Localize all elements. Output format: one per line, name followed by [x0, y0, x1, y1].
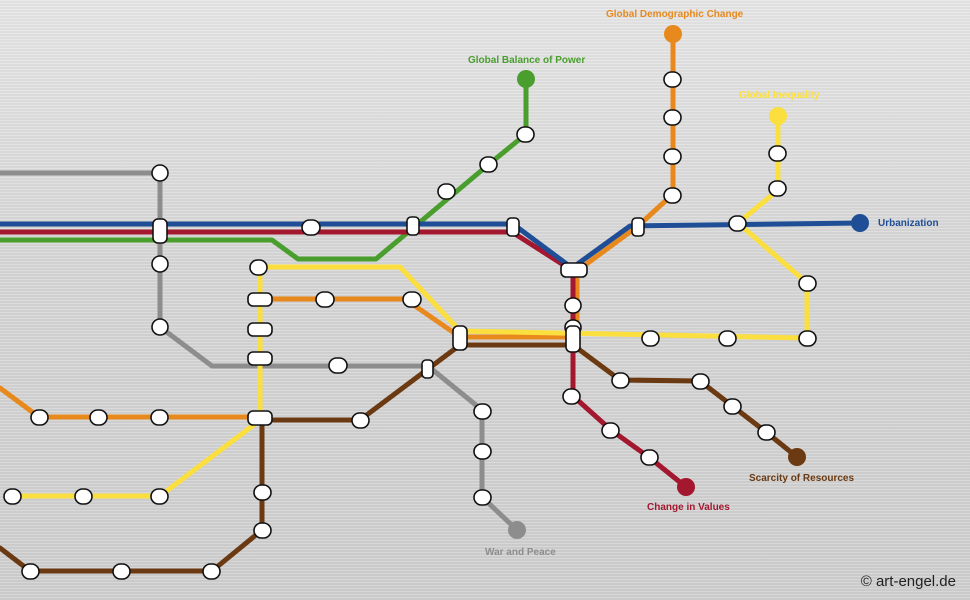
terminal-global-inequality: [769, 107, 787, 125]
station: [473, 443, 492, 460]
station: [473, 489, 492, 506]
label-urbanization: Urbanization: [878, 218, 939, 229]
station: [640, 449, 659, 466]
interchange-station: [631, 217, 645, 237]
terminal-scarcity-of-resources: [788, 448, 806, 466]
station: [728, 215, 747, 232]
terminal-global-demographic-change: [664, 25, 682, 43]
interchange-station: [247, 351, 273, 366]
station: [253, 484, 272, 501]
interchange-station: [506, 217, 520, 237]
station: [663, 187, 682, 204]
station: [516, 126, 535, 143]
station: [601, 422, 620, 439]
station: [473, 403, 492, 420]
station: [564, 297, 582, 314]
station: [74, 488, 93, 505]
label-scarcity-of-resources: Scarcity of Resources: [749, 473, 855, 484]
station: [768, 180, 787, 197]
station: [351, 412, 370, 429]
interchange-station: [560, 262, 588, 278]
station: [253, 522, 272, 539]
station: [479, 156, 498, 173]
label-change-in-values: Change in Values: [647, 502, 730, 513]
station: [3, 488, 22, 505]
station: [151, 255, 169, 273]
station: [150, 488, 169, 505]
station: [691, 373, 710, 390]
interchange-station: [247, 292, 273, 307]
copyright-text: © art-engel.de: [860, 573, 956, 590]
station: [402, 291, 422, 308]
station: [641, 330, 660, 347]
line-scarcity-of-resources: [0, 342, 800, 574]
station: [30, 409, 49, 426]
station: [663, 71, 682, 88]
label-global-inequality: Global Inequality: [739, 90, 820, 101]
line-war-and-peace: [0, 170, 520, 533]
interchange-station: [452, 325, 468, 351]
terminal-urbanization: [851, 214, 869, 232]
station: [562, 388, 581, 405]
station: [663, 109, 682, 126]
station: [723, 398, 742, 415]
station: [328, 357, 348, 374]
interchange-station: [565, 325, 581, 353]
station: [150, 409, 169, 426]
station: [112, 563, 131, 580]
label-global-demographic-change: Global Demographic Change: [606, 9, 744, 20]
interchange-station: [247, 410, 273, 426]
station: [768, 145, 787, 162]
station: [798, 330, 817, 347]
station: [89, 409, 108, 426]
label-global-balance-of-power: Global Balance of Power: [468, 55, 586, 66]
terminal-global-balance-of-power: [517, 70, 535, 88]
station: [249, 259, 268, 276]
station: [151, 164, 169, 182]
station: [798, 275, 817, 292]
station: [757, 424, 776, 441]
station: [718, 330, 737, 347]
station: [611, 372, 630, 389]
station: [301, 219, 321, 236]
station: [663, 148, 682, 165]
station: [21, 563, 40, 580]
terminal-change-in-values: [677, 478, 695, 496]
interchange-station: [247, 322, 273, 337]
interchange-station: [421, 359, 434, 379]
terminal-war-and-peace: [508, 521, 526, 539]
station: [202, 563, 221, 580]
station: [315, 291, 335, 308]
interchange-station: [152, 218, 168, 244]
station: [151, 318, 169, 336]
station: [437, 183, 456, 200]
label-war-and-peace: War and Peace: [485, 547, 556, 558]
interchange-station: [406, 216, 420, 236]
